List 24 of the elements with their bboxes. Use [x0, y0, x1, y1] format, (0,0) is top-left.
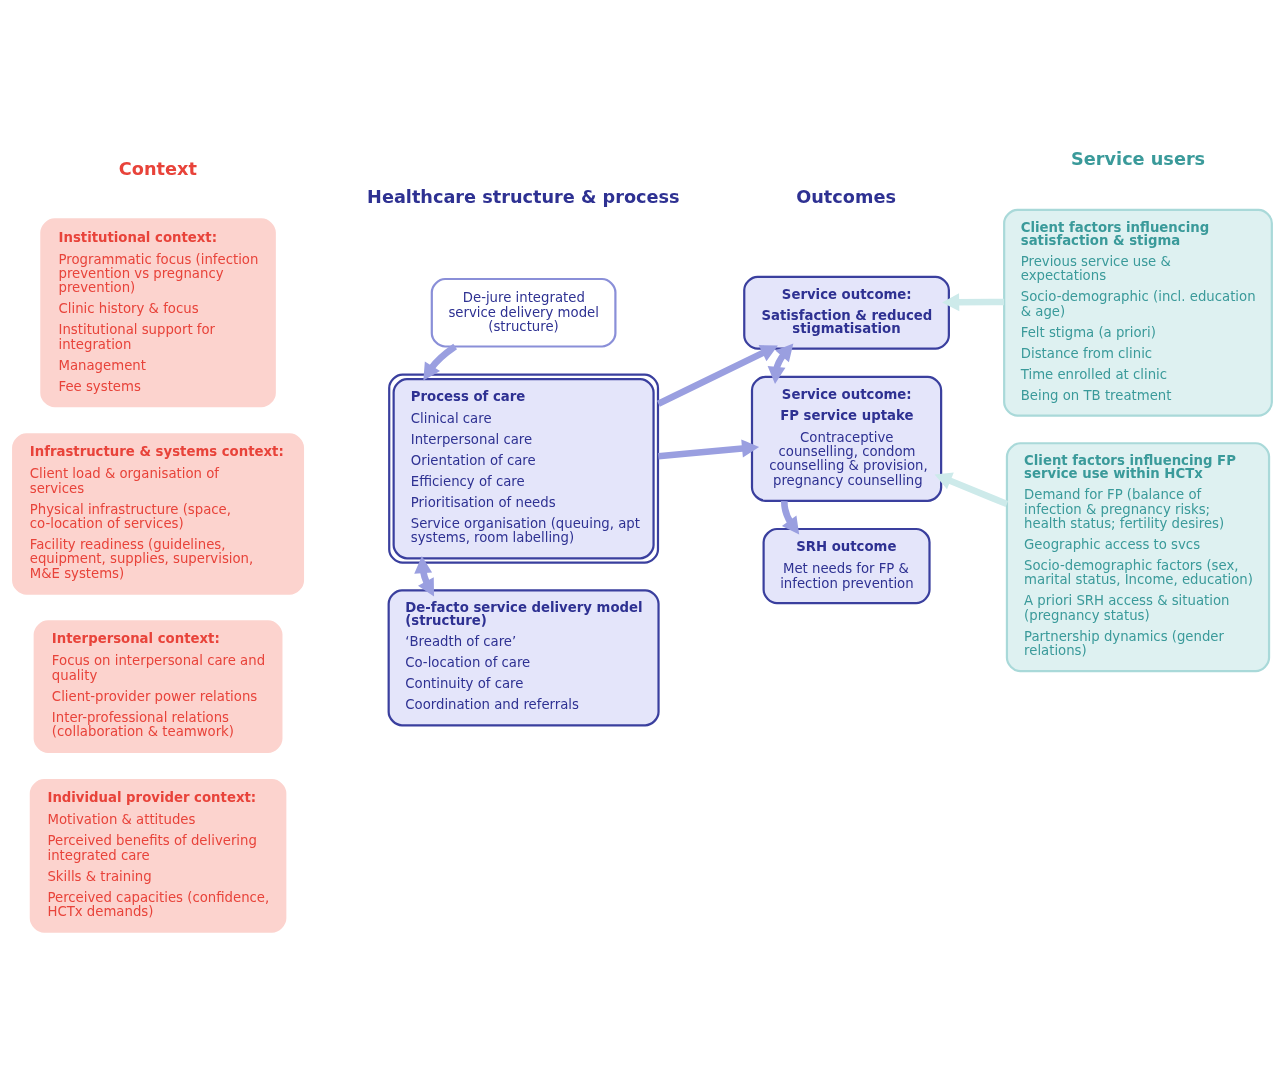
node-box: Interpersonal context: Focus on interpersonal care and quality Client-provider power relations Inter-professional relations (collaboration & teamwork) — [33, 620, 283, 753]
arrow — [656, 345, 778, 407]
node-box: De-jure integrated service delivery model (structure) — [430, 277, 617, 348]
node-box: Individual provider context: Motivation & attitudes Perceived benefits of delivering integrated care Skills & training Perceived capacities (confidence, HCTx demands) — [29, 778, 287, 933]
node-box: Service outcome: FP service uptake Contraceptive counselling, condom counselling & provision, pregnancy counselling — [750, 375, 943, 502]
arrow — [781, 501, 800, 535]
node-box: De-facto service delivery model (structure) ‘Breadth of care’ Co-location of care Continuity of care Coordination and referrals — [387, 589, 660, 727]
node-box: Infrastructure & systems context: Client load & organisation of services Physical infrastructure (space, co-location of services) Facility readiness (guidelines, equipment, supplies, supervision, M&E systems) — [12, 433, 305, 595]
node-box: Institutional context: Programmatic focus (infection prevention vs pregnancy prevention) Clinic history & focus Institutional support for integration Management Fee systems — [40, 218, 276, 408]
arrow — [658, 439, 760, 460]
label: Healthcare structure & process — [367, 187, 680, 208]
node-box: SRH outcome Met needs for FP & infection prevention — [762, 527, 931, 605]
arrow — [942, 293, 1005, 312]
node-box: Process of care Clinical care Interpersonal care Orientation of care Efficiency of care Prioritisation of needs Service organisation (queuing, apt systems, room labelling) — [388, 373, 660, 564]
arrow — [423, 343, 458, 381]
label: Outcomes — [796, 187, 896, 208]
label: Service users — [1071, 149, 1206, 170]
arrow — [934, 472, 1009, 508]
label: Context — [118, 159, 197, 180]
arrow — [767, 343, 794, 384]
node-box: Service outcome: Satisfaction & reduced stigmatisation — [743, 275, 950, 350]
arrow — [414, 556, 435, 597]
node-box: Client factors influencing FP service use within HCTx Demand for FP (balance of infection & pregnancy risks; health status; fertility desires) Geographic access to svcs Socio-demographic factors (sex, marital status, Income, education) A priori SRH access & situation (pregnancy status) Partnership dynamics (gender relations) — [1005, 442, 1271, 673]
node-box: Client factors influencing satisfaction & stigma Previous service use & expectations Socio-demographic (incl. education & age) Felt stigma (a priori) Distance from clinic Time enrolled at clinic Being on TB treatment — [1003, 208, 1273, 417]
